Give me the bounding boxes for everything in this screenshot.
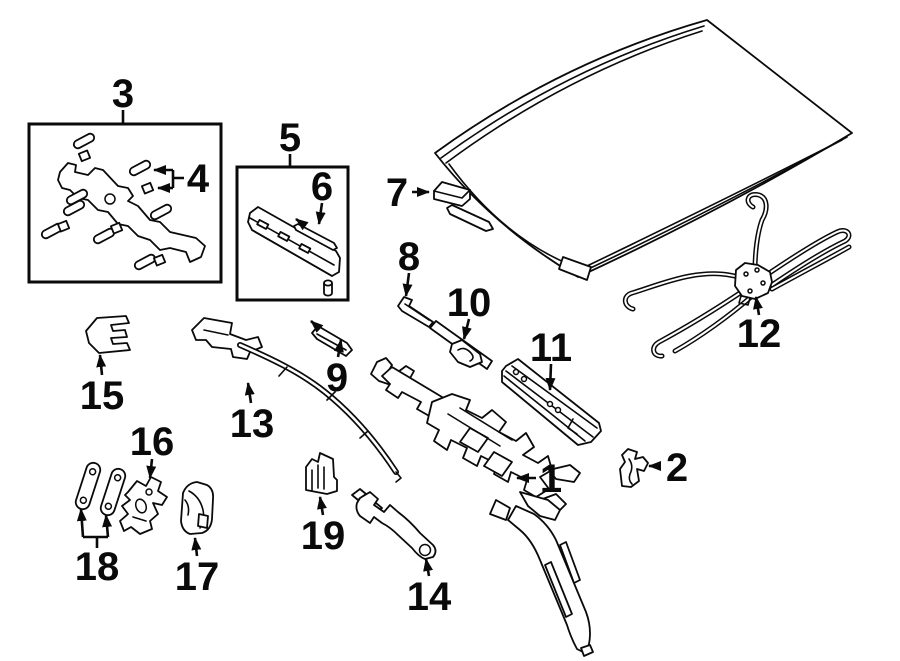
callout-17-label: 17 (175, 555, 220, 599)
part-13-side-rail-drawing (191, 317, 402, 483)
part-11-rail-drawing (501, 358, 602, 446)
callout-13: 13 (230, 382, 275, 446)
part-3-retainer-drawing (57, 162, 206, 263)
part-10-guide-rail-drawing (429, 320, 493, 370)
callout-10-arrow (462, 318, 472, 340)
callout-18-label: 18 (75, 545, 120, 589)
part-3-pads (40, 132, 173, 271)
inset-box-3 (27, 122, 223, 284)
part-12-cable-set-drawing (622, 191, 852, 359)
callout-10-label: 10 (447, 281, 492, 325)
callout-14: 14 (407, 558, 452, 619)
callout-3-label: 3 (112, 72, 134, 116)
callout-19: 19 (301, 496, 346, 558)
callout-1: 1 (516, 457, 562, 501)
callout-6-arrow (315, 202, 326, 225)
part-15-clip-drawing (85, 315, 131, 354)
roof-panel-drawing (434, 19, 853, 281)
callout-18: 18 (75, 508, 120, 589)
callout-16: 16 (130, 420, 175, 479)
part-19-bracket-drawing (305, 452, 338, 495)
callout-2: 2 (648, 446, 688, 490)
part-14-lever-drawing (351, 488, 437, 560)
callout-11: 11 (530, 326, 572, 391)
callout-19-label: 19 (301, 514, 346, 558)
callout-5-label: 5 (279, 116, 301, 160)
callout-7: 7 (386, 171, 430, 215)
callout-16-arrow (146, 458, 157, 479)
part-9-bar-drawing (310, 320, 353, 357)
part-8-strip-drawing (397, 296, 434, 328)
callout-18-leader (83, 535, 108, 548)
callout-18-arrow-left (76, 508, 87, 538)
callout-10: 10 (447, 281, 492, 340)
part-6-strip-drawing (293, 217, 338, 251)
callout-11-arrow (545, 363, 556, 391)
inset-box-5 (235, 165, 350, 302)
callout-14-label: 14 (407, 575, 452, 619)
callout-7-label: 7 (386, 171, 408, 215)
callout-8: 8 (398, 235, 420, 297)
callout-8-arrow (402, 272, 413, 297)
cables (622, 191, 852, 359)
part-1-frame-assembly-drawing (370, 357, 594, 657)
fastener-drawing (323, 279, 333, 297)
callout-1-label: 1 (540, 457, 562, 501)
callout-4-leader (171, 170, 184, 188)
part-7-guide-drawing (433, 181, 494, 232)
part-2-bracket-drawing (619, 448, 649, 488)
callout-18-arrow-right (102, 514, 113, 538)
callout-8-label: 8 (398, 235, 420, 279)
callout-15: 15 (80, 354, 125, 418)
callout-4: 4 (153, 157, 210, 201)
part-5-rail-drawing (247, 206, 341, 277)
callout-9: 9 (326, 339, 348, 400)
callout-17: 17 (175, 537, 220, 599)
callout-12-arrow (753, 296, 763, 316)
callout-19-arrow (317, 496, 327, 516)
callout-16-label: 16 (130, 420, 175, 464)
callout-9-arrow (333, 339, 344, 358)
callout-12: 12 (737, 296, 782, 356)
callout-2-label: 2 (666, 446, 688, 490)
callout-6: 6 (311, 165, 333, 225)
part-18-link-plates-drawing (74, 461, 127, 517)
callout-5: 5 (279, 116, 301, 167)
callout-11-label: 11 (530, 326, 572, 370)
callout-4-label: 4 (187, 157, 210, 201)
callout-9-label: 9 (326, 356, 348, 400)
callout-13-label: 13 (230, 402, 275, 446)
callout-15-label: 15 (80, 374, 125, 418)
callout-6-label: 6 (311, 165, 333, 209)
callout-14-arrow (423, 558, 434, 577)
callout-3: 3 (112, 72, 134, 124)
callout-13-arrow (244, 382, 255, 404)
callout-12-label: 12 (737, 312, 782, 356)
callout-15-arrow (96, 354, 107, 376)
part-17-bracket-drawing (180, 481, 215, 535)
callout-17-arrow (191, 537, 202, 557)
part-16-bracket-drawing (119, 476, 168, 535)
